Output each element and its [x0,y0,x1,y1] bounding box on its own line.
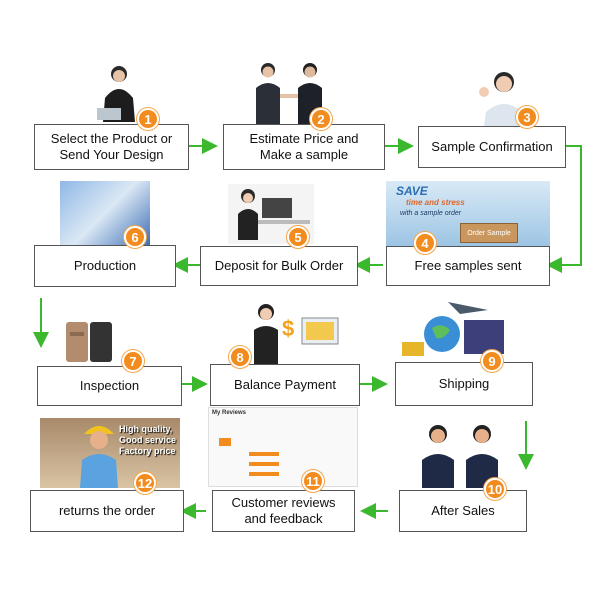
step-3-number: 3 [516,106,538,128]
balance-payment-image: $ [254,304,339,366]
step-5-box: Deposit for Bulk Order [200,246,358,286]
step-9-number: 9 [481,350,503,372]
step-12-number: 12 [134,472,156,494]
factory-price-text: Factory price [118,446,176,456]
step-2-box: Estimate Price and Make a sample [223,124,385,170]
rating-badge [219,438,231,446]
step-2-number: 2 [310,108,332,130]
step-4-number: 4 [414,232,436,254]
step-8-box: Balance Payment [210,364,360,406]
time-stress-text: time and stress [406,198,465,207]
ok-gesture-image [479,72,524,126]
step-11-number: 11 [302,470,324,492]
phone-case-image [66,322,112,362]
sample-order-text: with a sample order [400,210,462,217]
stars-row-1 [249,452,279,456]
reviews-title: My Reviews [212,410,247,416]
step-7-box: Inspection [37,366,182,406]
step-9-box: Shipping [395,362,533,406]
worker-figure [80,426,118,488]
high-quality-text: High quality, [118,424,173,434]
step-1-number: 1 [137,108,159,130]
save-sample-banner: SAVE time and stress with a sample order… [386,181,550,247]
step-10-number: 10 [484,478,506,500]
person-laptop-image [97,66,135,122]
order-sample-box: Order Sample [460,223,518,243]
step-7-number: 7 [122,350,144,372]
handshake-image [256,63,322,124]
step-5-number: 5 [287,226,309,248]
step-3-box: Sample Confirmation [418,126,566,168]
arrow-3-4 [546,145,582,273]
step-12-box: returns the order [30,490,184,532]
stars-row-2 [249,462,279,466]
step-1-box: Select the Product or Send Your Design [34,124,189,170]
step-10-box: After Sales [399,490,527,532]
good-service-text: Good service [118,435,176,445]
save-text: SAVE [396,184,428,198]
step-4-box: Free samples sent [386,246,550,286]
shipping-globe-image [402,302,504,356]
stars-row-3 [249,472,279,476]
step-6-number: 6 [124,226,146,248]
step-8-number: 8 [229,346,251,368]
quality-worker-image: High quality, Good service Factory price [40,418,180,488]
reviews-screenshot: My Reviews [208,407,358,487]
after-sales-team-image [422,425,498,488]
step-11-box: Customer reviews and feedback [212,490,355,532]
svg-text:$: $ [282,316,294,341]
step-6-box: Production [34,245,176,287]
